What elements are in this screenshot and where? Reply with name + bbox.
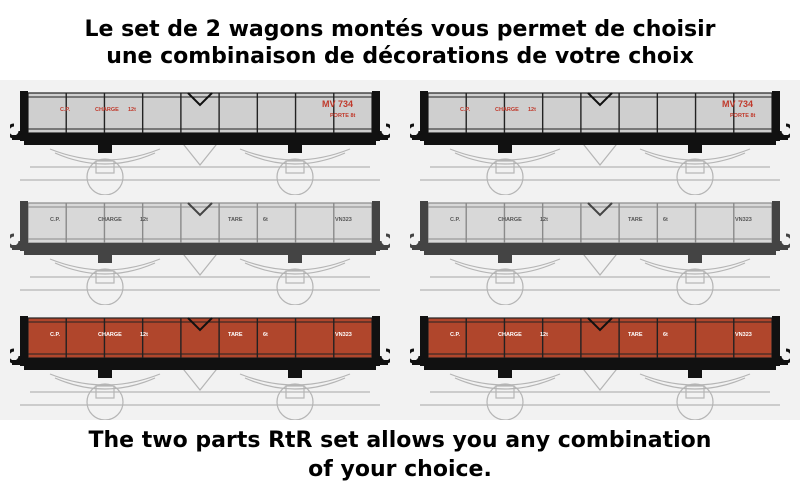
wagon-marking: 6t <box>663 217 668 223</box>
wagon-markings: C.P. CHARGE 12t TARE 6t VN323 <box>450 217 752 223</box>
wagon-marking: 12t <box>528 107 536 113</box>
wagon-marking: VN323 <box>735 332 752 338</box>
wagon-drawing: C.P. CHARGE 12t TARE 6t VN323 <box>410 201 790 305</box>
wagon-marking: TARE <box>628 217 643 223</box>
wagon-marking: C.P. <box>50 332 60 338</box>
wagon-6: C.P. CHARGE 12t TARE 6t VN323 <box>410 310 790 420</box>
wagon-marking: CHARGE <box>98 332 122 338</box>
wagon-marking: MV 734 <box>322 99 353 109</box>
wagon-marking: 6t <box>263 217 268 223</box>
wagon-body <box>27 202 373 244</box>
wagon-markings: C.P. CHARGE 12t TARE 6t VN323 <box>50 217 352 223</box>
header-band <box>0 0 800 80</box>
wagon-4: C.P. CHARGE 12t TARE 6t VN323 <box>410 195 790 305</box>
wagon-marking: TARE <box>228 332 243 338</box>
wagon-marking: CHARGE <box>495 107 519 113</box>
wagon-marking: VN323 <box>335 332 352 338</box>
french-caption: Le set de 2 wagons montés vous permet de… <box>0 16 800 70</box>
running-gear <box>20 364 380 420</box>
wagon-marking: 12t <box>540 332 548 338</box>
wagon-drawing: C.P. CHARGE 12t TARE 6t VN323 <box>10 316 390 420</box>
wagon-marking: C.P. <box>450 217 460 223</box>
wagon-body <box>427 92 773 134</box>
wagon-marking: 6t <box>663 332 668 338</box>
wagon-marking: TARE <box>228 217 243 223</box>
wagon-marking: CHARGE <box>98 217 122 223</box>
wagon-drawing: C.P. CHARGE 12t TARE 6t VN323 <box>410 316 790 420</box>
english-caption-line1: The two parts RtR set allows you any com… <box>88 428 712 453</box>
wagon-marking: C.P. <box>60 107 70 113</box>
wagon-marking: C.P. <box>50 217 60 223</box>
wagon-marking: 12t <box>128 107 136 113</box>
wagon-marking: VN323 <box>735 217 752 223</box>
french-caption-line2: une combinaison de décorations de votre … <box>106 44 694 69</box>
wagon-marking: CHARGE <box>498 217 522 223</box>
wagon-markings: C.P. CHARGE 12t TARE 6t VN323 <box>50 332 352 338</box>
english-caption-line2: of your choice. <box>308 457 492 482</box>
running-gear <box>20 139 380 195</box>
wagon-3: C.P. CHARGE 12t TARE 6t VN323 <box>10 195 390 305</box>
wagon-5: C.P. CHARGE 12t TARE 6t VN323 <box>10 310 390 420</box>
wagon-body <box>427 317 773 359</box>
wagon-marking: 6t <box>263 332 268 338</box>
wagon-marking: 12t <box>140 217 148 223</box>
footer-band <box>0 420 800 500</box>
wagon-marking: PORTE 8t <box>330 113 356 119</box>
english-caption: The two parts RtR set allows you any com… <box>0 426 800 484</box>
wagon-marking: PORTE 8t <box>730 113 756 119</box>
wagon-markings: C.P. CHARGE 12t TARE 6t VN323 <box>450 332 752 338</box>
running-gear <box>420 364 780 420</box>
running-gear <box>420 249 780 305</box>
french-caption-line1: Le set de 2 wagons montés vous permet de… <box>84 17 716 42</box>
wagon-body <box>427 202 773 244</box>
wagon-marking: 12t <box>140 332 148 338</box>
wagon-marking: C.P. <box>450 332 460 338</box>
wagon-marking: VN323 <box>335 217 352 223</box>
wagon-body <box>27 317 373 359</box>
wagon-marking: CHARGE <box>498 332 522 338</box>
running-gear <box>420 139 780 195</box>
wagon-marking: C.P. <box>460 107 470 113</box>
wagon-marking: MV 734 <box>722 99 753 109</box>
wagon-marking: TARE <box>628 332 643 338</box>
wagon-marking: 12t <box>540 217 548 223</box>
wagon-body <box>27 92 373 134</box>
wagon-drawing: C.P. CHARGE 12t TARE 6t VN323 <box>10 201 390 305</box>
wagon-marking: CHARGE <box>95 107 119 113</box>
running-gear <box>20 249 380 305</box>
